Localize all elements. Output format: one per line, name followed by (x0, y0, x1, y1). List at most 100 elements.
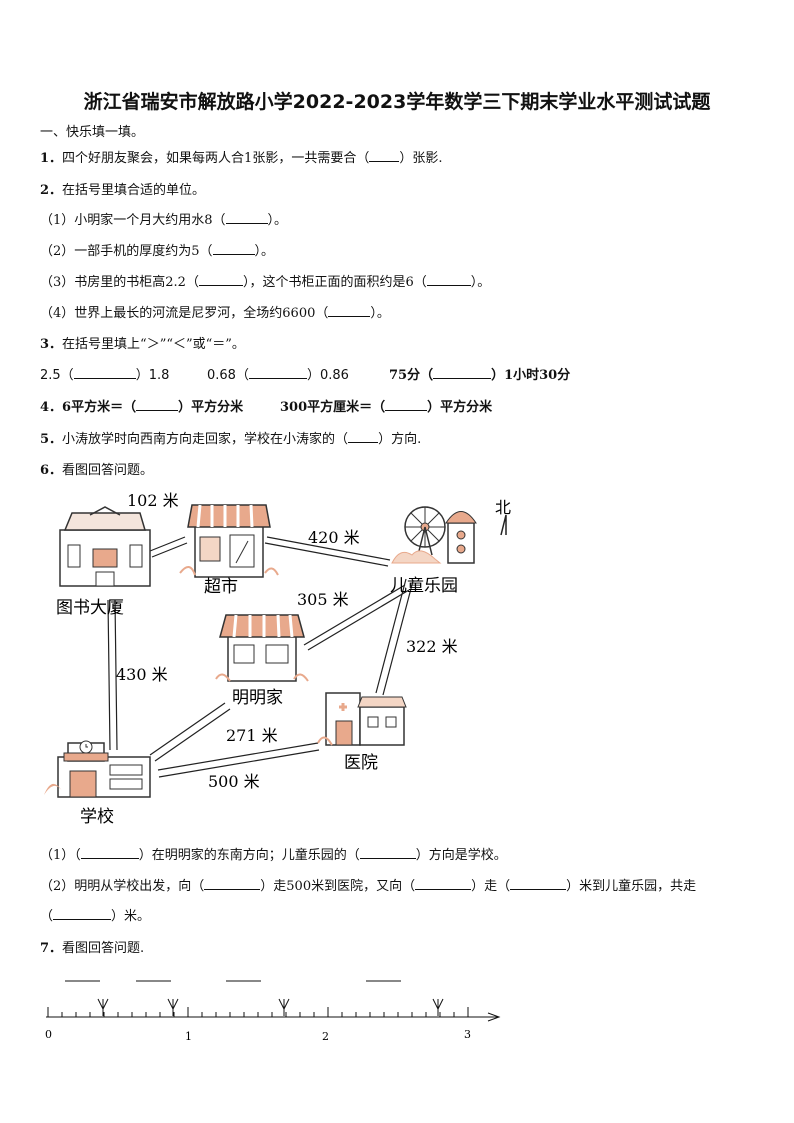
question-text: （ (40, 909, 54, 924)
section-heading: 一、快乐填一填。 (40, 125, 145, 140)
answer-blank[interactable] (73, 366, 136, 379)
question-text: ）米。 (111, 909, 151, 924)
question-6-2-cont: （ ）米。 (40, 905, 150, 924)
question-2-1: （1）小明家一个月大约用水8（ ）。 (40, 209, 287, 228)
question-text: （2）一部手机的厚度约为5（ (40, 244, 213, 259)
answer-blank[interactable] (385, 398, 428, 411)
tick-label: 3 (464, 1028, 471, 1041)
question-number: 1． (40, 151, 63, 166)
place-library: 图书大厦 (56, 598, 124, 618)
answer-blank[interactable] (328, 304, 371, 317)
compare-text: 2.5（ (40, 368, 74, 383)
question-number: 4． (40, 400, 63, 415)
distance-label: 305 米 (297, 590, 349, 609)
north-arrow-icon (500, 514, 507, 536)
distance-label: 102 米 (127, 491, 179, 510)
question-text: ）。 (470, 275, 491, 290)
question-text: 四个好朋友聚会，如果每两人合1张影，一共需要合（ (62, 151, 370, 166)
place-home: 明明家 (232, 688, 283, 708)
compare-text: 75分（ (389, 368, 434, 383)
question-text: ）在明明家的东南方向；儿童乐园的（ (138, 848, 360, 863)
question-number: 6． (40, 463, 63, 478)
question-2-4: （4）世界上最长的河流是尼罗河，全场约6600（ ）。 (40, 302, 390, 321)
question-4: 4．6平方米＝（）平方分米 (40, 396, 243, 415)
distance-label: 430 米 (116, 665, 168, 684)
question-text: （4）世界上最长的河流是尼罗河，全场约6600（ (40, 306, 329, 321)
question-text: ）方向是学校。 (415, 848, 507, 863)
question-text: （1）（ (40, 848, 81, 863)
question-6-2: （2）明明从学校出发，向（）走500米到医院，又向（）走（）米到儿童乐园，共走 (40, 875, 696, 894)
distance-label: 500 米 (208, 772, 260, 791)
question-text: 看图回答问题。 (62, 463, 154, 478)
library-building (59, 506, 151, 587)
question-text: ）张影. (399, 151, 443, 166)
question-text: ）。 (254, 244, 275, 259)
place-school: 学校 (80, 807, 114, 827)
question-5: 5．小涛放学时向西南方向走回家，学校在小涛家的（）方向. (40, 428, 421, 447)
tick-label: 0 (45, 1028, 52, 1041)
map-figure: 图书大厦 超市 102 米 420 米 儿童乐园 北 明明家 305 米 (44, 491, 511, 827)
question-text: ）。 (370, 306, 390, 321)
question-number: 7． (40, 941, 63, 956)
question-text: ）米到儿童乐园，共走 (566, 879, 697, 894)
compare-text: ）0.86 (306, 368, 349, 383)
arrow-markers (97, 998, 444, 1016)
place-hospital: 医院 (344, 753, 378, 773)
answer-blank[interactable] (369, 149, 400, 162)
tick-label: 2 (322, 1030, 329, 1043)
distance-label: 420 米 (308, 528, 360, 547)
north-label: 北 (495, 498, 511, 517)
compare-text: ）1.8 (135, 368, 170, 383)
compare-3: 75分（ ）1小时30分 (389, 364, 570, 383)
number-line-figure: 0 1 2 3 (45, 980, 501, 1043)
tick-label: 1 (185, 1030, 192, 1043)
question-4-b: 300平方厘米＝（ ）平方分米 (280, 396, 492, 415)
answer-blank[interactable] (136, 398, 179, 411)
distance-label: 322 米 (406, 637, 458, 656)
question-text: 6平方米＝（ (62, 400, 137, 415)
answer-blank[interactable] (212, 242, 255, 255)
compare-2: 0.68（ ）0.86 (207, 364, 349, 383)
question-text: 300平方厘米＝（ (280, 400, 386, 415)
question-text: 在括号里填上“＞”“＜”或“＝”。 (62, 337, 245, 352)
question-6: 6．看图回答问题。 (40, 459, 153, 478)
question-text: ），这个书柜正面的面积约是6（ (242, 275, 427, 290)
answer-blank[interactable] (53, 907, 112, 920)
question-7: 7．看图回答问题. (40, 937, 144, 956)
answer-blank[interactable] (198, 273, 243, 286)
number-line (46, 1007, 501, 1022)
place-park: 儿童乐园 (390, 576, 458, 596)
question-text: 看图回答问题. (62, 941, 145, 956)
question-text: （1）小明家一个月大约用水8（ (40, 213, 226, 228)
question-3: 3．在括号里填上“＞”“＜”或“＝”。 (40, 333, 245, 352)
school-building (44, 740, 151, 798)
answer-blank[interactable] (348, 430, 379, 443)
question-1: 1．四个好朋友聚会，如果每两人合1张影，一共需要合（ ）张影. (40, 147, 442, 166)
question-text: 在括号里填合适的单位。 (62, 183, 206, 198)
question-text: 小涛放学时向西南方向走回家，学校在小涛家的（ (62, 432, 349, 447)
question-text: ）。 (267, 213, 288, 228)
compare-text: 0.68（ (207, 368, 249, 383)
question-text: ）方向. (378, 432, 422, 447)
question-2-2: （2）一部手机的厚度约为5（ ）。 (40, 240, 274, 259)
place-supermarket: 超市 (204, 577, 238, 597)
question-text: ）平方分米 (427, 400, 493, 415)
question-number: 2． (40, 183, 63, 198)
answer-blank[interactable] (426, 273, 471, 286)
answer-blank[interactable] (359, 846, 416, 859)
answer-blank[interactable] (248, 366, 307, 379)
answer-blank[interactable] (415, 877, 472, 890)
question-text: （3）书房里的书柜高2.2（ (40, 275, 199, 290)
question-6-1: （1）（ ）在明明家的东南方向；儿童乐园的（ ）方向是学校。 (40, 844, 507, 863)
compare-text: ）1小时30分 (491, 368, 571, 383)
question-2: 2．在括号里填合适的单位。 (40, 179, 205, 198)
answer-blank[interactable] (80, 846, 139, 859)
hospital-building (317, 692, 407, 746)
park-building (391, 506, 477, 564)
answer-blank[interactable] (204, 877, 261, 890)
answer-blank[interactable] (225, 211, 268, 224)
question-text: （2）明明从学校出发，向（ (40, 879, 205, 894)
answer-blank[interactable] (433, 366, 492, 379)
distance-label: 271 米 (226, 726, 278, 745)
answer-blank[interactable] (510, 877, 567, 890)
